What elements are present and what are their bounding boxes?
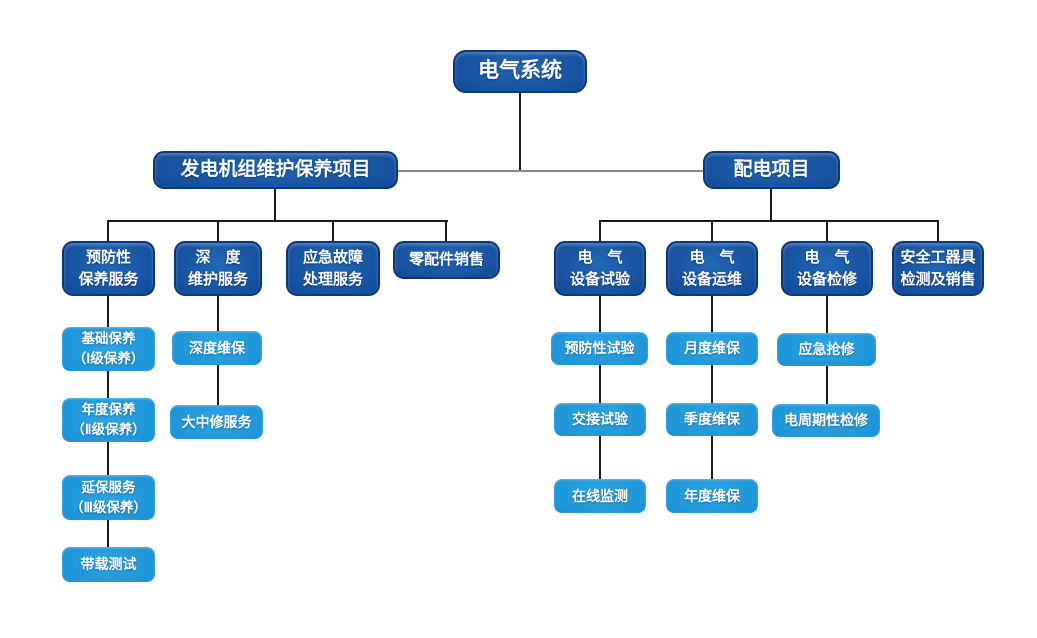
node-monthly-maintenance: 月度维保 xyxy=(666,332,758,365)
connector-chain-test xyxy=(599,296,601,480)
connector-generator-rail xyxy=(107,220,448,222)
node-quarterly-maintenance: 季度维保 xyxy=(666,403,758,436)
node-basic-maintenance: 基础保养 （Ⅰ级保养） xyxy=(62,327,155,371)
connector-level2-horizontal xyxy=(398,170,704,172)
node-extended-warranty: 延保服务 （Ⅲ级保养） xyxy=(62,475,155,520)
connector-generator-drop xyxy=(274,189,276,222)
connector-stub-deep xyxy=(217,220,219,242)
node-preventive-test: 预防性试验 xyxy=(551,332,648,365)
node-preventive-service: 预防性 保养服务 xyxy=(62,241,155,296)
connector-stub-parts xyxy=(445,220,447,242)
connector-stub-test xyxy=(599,220,601,242)
connector-stub-repair xyxy=(826,220,828,242)
node-deep-service: 深 度 维护服务 xyxy=(174,241,262,296)
node-safety-tools: 安全工器具 检测及销售 xyxy=(892,241,984,296)
node-emergency-repair: 应急抢修 xyxy=(777,333,876,366)
connector-stub-emergency xyxy=(332,220,334,242)
node-periodic-inspection: 电周期性检修 xyxy=(772,404,880,437)
node-distribution-branch: 配电项目 xyxy=(703,151,840,189)
node-equipment-test: 电 气 设备试验 xyxy=(554,241,646,296)
connector-distribution-rail xyxy=(599,220,939,222)
node-root: 电气系统 xyxy=(453,50,587,93)
node-load-test: 带载测试 xyxy=(62,547,155,582)
node-emergency-service: 应急故障 处理服务 xyxy=(286,241,380,296)
node-overhaul-service: 大中修服务 xyxy=(170,405,263,439)
node-parts-sales: 零配件销售 xyxy=(393,241,500,279)
connector-root-vertical xyxy=(519,93,521,172)
connector-distribution-drop xyxy=(770,189,772,222)
node-handover-test: 交接试验 xyxy=(554,403,646,436)
connector-stub-preventive xyxy=(107,220,109,242)
node-annual-maintenance: 年度保养 （Ⅱ级保养） xyxy=(62,398,155,442)
node-generator-branch: 发电机组维护保养项目 xyxy=(153,151,398,189)
node-online-monitoring: 在线监测 xyxy=(554,479,646,513)
node-equipment-ops: 电 气 设备运维 xyxy=(666,241,758,296)
node-equipment-repair: 电 气 设备检修 xyxy=(781,241,873,296)
node-yearly-maintenance: 年度维保 xyxy=(666,479,758,513)
node-deep-maintenance: 深度维保 xyxy=(172,331,262,365)
connector-stub-ops xyxy=(711,220,713,242)
connector-chain-ops xyxy=(711,296,713,480)
connector-stub-safety xyxy=(937,220,939,242)
